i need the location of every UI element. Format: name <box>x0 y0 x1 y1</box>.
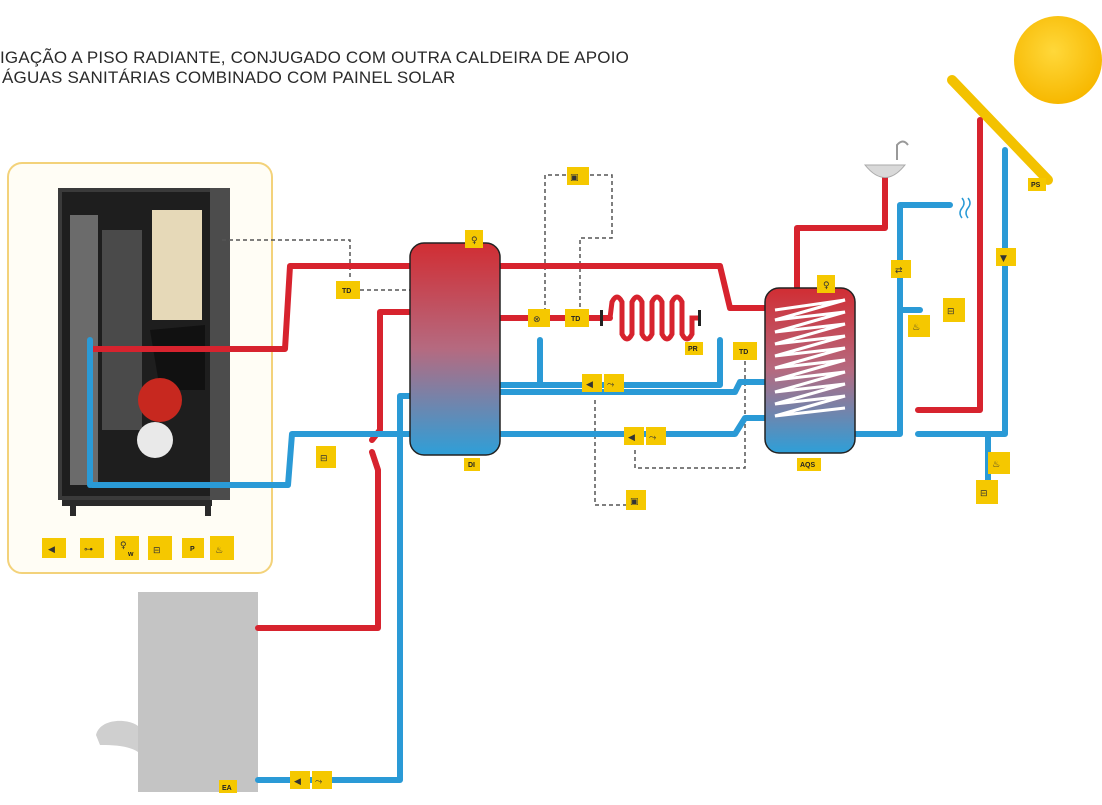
svg-text:▼: ▼ <box>1000 254 1007 264</box>
pump-icon <box>290 771 310 789</box>
flow-meter-icon <box>646 427 666 445</box>
solar-panel: PS <box>947 75 1053 191</box>
svg-text:◀: ◀ <box>628 433 635 443</box>
diagram-title: IGAÇÃO A PISO RADIANTE, CONJUGADO COM OU… <box>0 48 629 88</box>
hot-pipes <box>87 117 983 631</box>
svg-text:⤳: ⤳ <box>649 433 656 443</box>
expansion-vessel-icon <box>148 536 172 560</box>
flow-meter-icon <box>80 538 104 558</box>
svg-text:♀: ♀ <box>471 236 478 246</box>
thermometer-icon <box>115 536 139 560</box>
svg-text:⊟: ⊟ <box>153 546 161 556</box>
safety-valve-icon <box>528 309 550 327</box>
safety-valve-icon <box>210 536 234 560</box>
buffer-tank-label: DI <box>468 462 475 469</box>
svg-text:⇄: ⇄ <box>895 266 903 276</box>
flow-meter-icon <box>891 260 911 278</box>
radiator-label: PR <box>688 346 698 353</box>
sun-icon <box>1014 16 1102 104</box>
pellet-boiler <box>58 188 230 516</box>
flow-meter-icon <box>604 374 624 392</box>
badges: TD TD TD ♀ ♀ ▣ ⊗ ◀ ⤳ ◀ ⤳ ◀ ⤳ ▣ ⊟ ⇄ ♨ <box>290 167 1016 789</box>
svg-text:♀: ♀ <box>823 281 830 291</box>
flow-meter-icon <box>312 771 332 789</box>
solar-panel-label: PS <box>1031 182 1041 189</box>
thermo-badge-label: w <box>127 551 134 558</box>
expansion-vessel-icon <box>316 446 336 468</box>
diverter-valve-label-2: TD <box>571 316 580 323</box>
svg-text:⊟: ⊟ <box>980 489 988 499</box>
pump-icon <box>582 374 602 392</box>
expansion-vessel-icon <box>943 298 965 322</box>
svg-text:⤳: ⤳ <box>607 380 614 390</box>
svg-text:⊟: ⊟ <box>320 454 328 464</box>
expansion-vessel-icon <box>976 480 998 504</box>
svg-text:⤳: ⤳ <box>315 777 322 787</box>
boiler-badge-row: ◀ ⊶ ♀ w ⊟ P ♨ <box>42 536 234 560</box>
aux-boiler: EA <box>96 592 258 793</box>
pressure-badge-label: P <box>190 546 195 553</box>
svg-text:⊗: ⊗ <box>533 315 541 325</box>
title-line-1: IGAÇÃO A PISO RADIANTE, CONJUGADO COM OU… <box>0 48 630 67</box>
faucet-icon <box>863 140 909 178</box>
svg-text:♀: ♀ <box>120 541 127 551</box>
safety-valve-icon <box>988 452 1010 474</box>
svg-text:♨: ♨ <box>992 460 1000 470</box>
safety-valve-icon <box>908 315 930 337</box>
radiator: PR <box>600 294 703 355</box>
pressure-badge <box>182 538 204 558</box>
diverter-valve-label-1: TD <box>342 288 351 295</box>
svg-text:⊶: ⊶ <box>84 545 93 555</box>
svg-text:◀: ◀ <box>586 380 593 390</box>
pump-icon <box>42 538 66 558</box>
dhw-tank-label: AQS <box>800 462 816 469</box>
svg-text:♨: ♨ <box>912 323 920 333</box>
svg-text:▣: ▣ <box>630 497 639 507</box>
svg-text:⊟: ⊟ <box>947 307 955 317</box>
pump-icon <box>996 248 1016 266</box>
svg-text:◀: ◀ <box>48 545 55 555</box>
pump-icon <box>624 427 644 445</box>
controller-icon <box>626 490 646 510</box>
aux-boiler-label: EA <box>222 785 232 792</box>
cold-pipes <box>87 147 1008 783</box>
svg-text:◀: ◀ <box>294 777 301 787</box>
thermometer-icon <box>817 275 835 293</box>
shower-icon <box>959 197 971 219</box>
thermometer-icon <box>465 230 483 248</box>
title-line-2: ÁGUAS SANITÁRIAS COMBINADO COM PAINEL SO… <box>2 68 456 87</box>
svg-text:♨: ♨ <box>215 546 223 556</box>
svg-text:▣: ▣ <box>570 173 579 183</box>
buffer-tank: DI <box>409 242 501 471</box>
diverter-valve-label-3: TD <box>739 349 748 356</box>
controller-icon <box>567 167 589 185</box>
dhw-tank: AQS <box>764 287 856 471</box>
